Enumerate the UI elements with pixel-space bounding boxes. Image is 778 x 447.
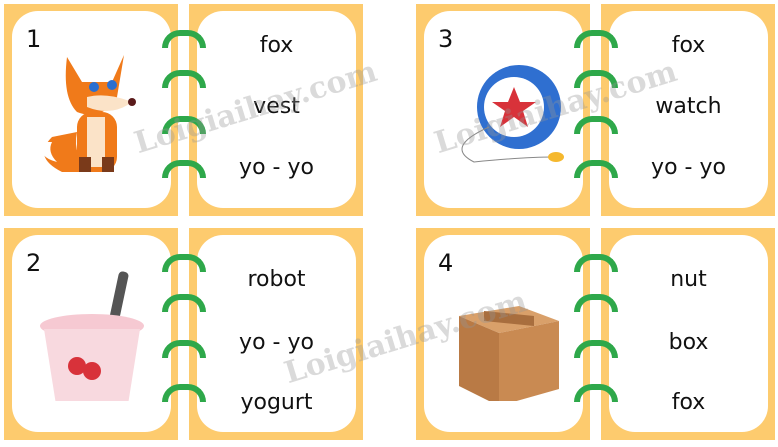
binder-ring-icon: [162, 160, 206, 178]
binder-ring-icon: [574, 384, 618, 402]
word-option[interactable]: fox: [259, 33, 294, 58]
card-1: 1 fox vest yo - yo: [4, 4, 364, 216]
card-number: 1: [26, 25, 42, 53]
word-option[interactable]: yo - yo: [239, 155, 314, 180]
word-option[interactable]: fox: [671, 390, 706, 415]
binder-ring-icon: [162, 70, 206, 88]
yogurt-picture: [40, 271, 144, 401]
card-number: 2: [26, 249, 42, 277]
word-option[interactable]: yogurt: [240, 390, 313, 415]
binder-ring-icon: [574, 340, 618, 358]
binder-ring-icon: [574, 116, 618, 134]
binder-ring-icon: [162, 384, 206, 402]
word-option[interactable]: vest: [253, 94, 300, 119]
word-option[interactable]: nut: [670, 267, 707, 292]
picture-panel: 4: [416, 228, 590, 440]
binder-ring-icon: [574, 254, 618, 272]
binder-ring-icon: [574, 70, 618, 88]
binder-ring-icon: [574, 160, 618, 178]
word-option[interactable]: fox: [671, 33, 706, 58]
picture-panel: 1: [4, 4, 178, 216]
binder-ring-icon: [162, 294, 206, 312]
binder-ring-icon: [162, 340, 206, 358]
word-option[interactable]: robot: [247, 267, 306, 292]
card-4: 4 nut box fox: [416, 228, 776, 440]
yo-yo-picture: [461, 65, 564, 163]
binder-ring-icon: [574, 294, 618, 312]
word-panel: fox watch yo - yo: [601, 4, 775, 216]
word-panel: fox vest yo - yo: [189, 4, 363, 216]
card-number: 4: [438, 249, 454, 277]
card-2: 2 robot yo - yo yogurt: [4, 228, 364, 440]
binder-ring-icon: [574, 30, 618, 48]
binder-ring-icon: [162, 116, 206, 134]
fox-picture: [41, 55, 136, 172]
word-panel: nut box fox: [601, 228, 775, 440]
card-3: 3 fox watch yo - yo: [416, 4, 776, 216]
word-option[interactable]: box: [668, 330, 709, 355]
binder-ring-icon: [162, 254, 206, 272]
card-number: 3: [438, 25, 454, 53]
word-panel: robot yo - yo yogurt: [189, 228, 363, 440]
box-picture: [459, 306, 559, 401]
binder-ring-icon: [162, 30, 206, 48]
word-option[interactable]: yo - yo: [239, 330, 314, 355]
picture-panel: 2: [4, 228, 178, 440]
word-option[interactable]: watch: [655, 94, 722, 119]
picture-panel: 3: [416, 4, 590, 216]
word-option[interactable]: yo - yo: [651, 155, 726, 180]
